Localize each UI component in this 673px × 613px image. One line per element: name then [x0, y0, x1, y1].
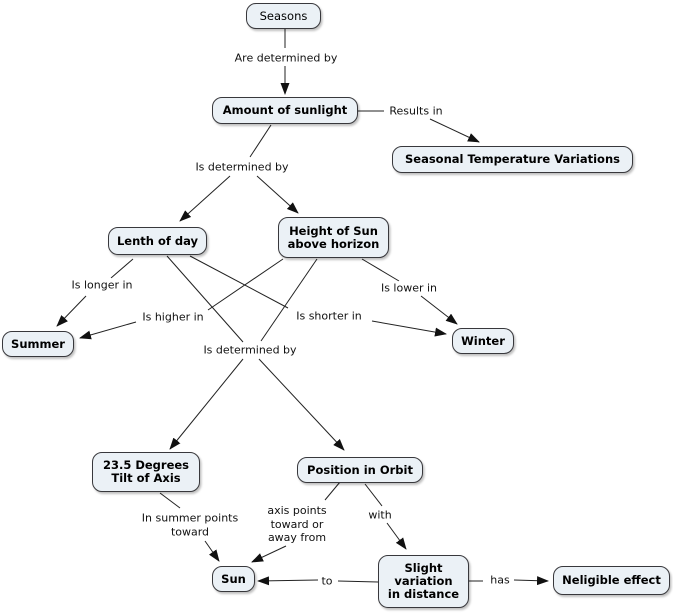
edge-label-has[interactable]: has [488, 573, 512, 587]
node-winter[interactable]: Winter [452, 328, 514, 354]
edge-isdetby2-to-position [258, 358, 345, 451]
edge-isdetby-to-height [256, 175, 299, 214]
edge-label-is-higher-in[interactable]: Is higher in [140, 310, 206, 324]
edge-amount-to-isdetby [249, 124, 272, 158]
edge-label-axis-points-toward-or-away-from[interactable]: axis points toward or away from [265, 503, 329, 545]
edge-height-to-isdetby2 [260, 258, 318, 342]
edge-height-to-islowerin [361, 258, 400, 282]
node-summer[interactable]: Summer [2, 331, 74, 357]
edge-islowerin-to-winter [420, 295, 458, 325]
edge-slight-to-to [337, 580, 379, 583]
node-seasons[interactable]: Seasons [246, 3, 321, 29]
edge-isshorterin-to-winter [371, 320, 447, 337]
edge-tilt-to-insummer [159, 492, 181, 509]
edge-label-is-determined-by-top[interactable]: Is determined by [193, 160, 291, 174]
node-position-in-orbit[interactable]: Position in Orbit [297, 457, 423, 483]
node-amount-of-sunlight[interactable]: Amount of sunlight [212, 97, 358, 124]
node-height-of-sun-above-horizon[interactable]: Height of Sun above horizon [278, 217, 389, 258]
node-lenth-of-day[interactable]: Lenth of day [108, 227, 207, 255]
edge-lenth-to-isshorterin [189, 255, 289, 309]
edge-resultsin-to-seasonaltemp [429, 118, 480, 143]
edge-lenth-to-isdetby2 [166, 255, 244, 343]
edge-axispoints-to-sun [251, 545, 287, 563]
edge-isdetby2-to-tilt [169, 358, 244, 450]
edge-islongerin-to-summer [56, 295, 87, 327]
edge-ishigherin-to-summer [79, 321, 137, 340]
edge-label-is-longer-in[interactable]: Is longer in [69, 278, 135, 292]
node-seasonal-temperature-variations[interactable]: Seasonal Temperature Variations [392, 146, 633, 173]
edge-to-to-sun [257, 576, 319, 586]
edge-label-are-determined-by[interactable]: Are determined by [232, 51, 340, 65]
edge-label-in-summer-points-toward[interactable]: In summer points toward [139, 511, 241, 539]
node-23-5-degrees-tilt-of-axis[interactable]: 23.5 Degrees Tilt of Axis [92, 452, 200, 492]
node-slight-variation-in-distance[interactable]: Slight variation in distance [378, 555, 469, 608]
node-sun[interactable]: Sun [212, 566, 255, 592]
edge-height-to-ishigherin [207, 258, 284, 311]
edge-position-to-with [364, 483, 383, 507]
edge-position-to-axispoints [324, 481, 341, 501]
edge-label-is-determined-by-mid[interactable]: Is determined by [201, 343, 299, 357]
edge-label-is-lower-in[interactable]: Is lower in [378, 281, 440, 295]
edge-label-is-shorter-in[interactable]: Is shorter in [294, 309, 364, 323]
edge-insummer-to-sun [204, 540, 220, 562]
edge-has-to-neligible [513, 576, 549, 586]
edge-label-results-in[interactable]: Results in [387, 104, 445, 118]
edge-isdetby-to-lenth [179, 175, 231, 222]
edge-with-to-slight [386, 522, 407, 550]
edge-label-to[interactable]: to [319, 574, 335, 588]
edge-label-with[interactable]: with [366, 508, 394, 522]
node-neligible-effect[interactable]: Neligible effect [553, 566, 670, 595]
edge-lenth-to-islongerin [110, 258, 134, 279]
